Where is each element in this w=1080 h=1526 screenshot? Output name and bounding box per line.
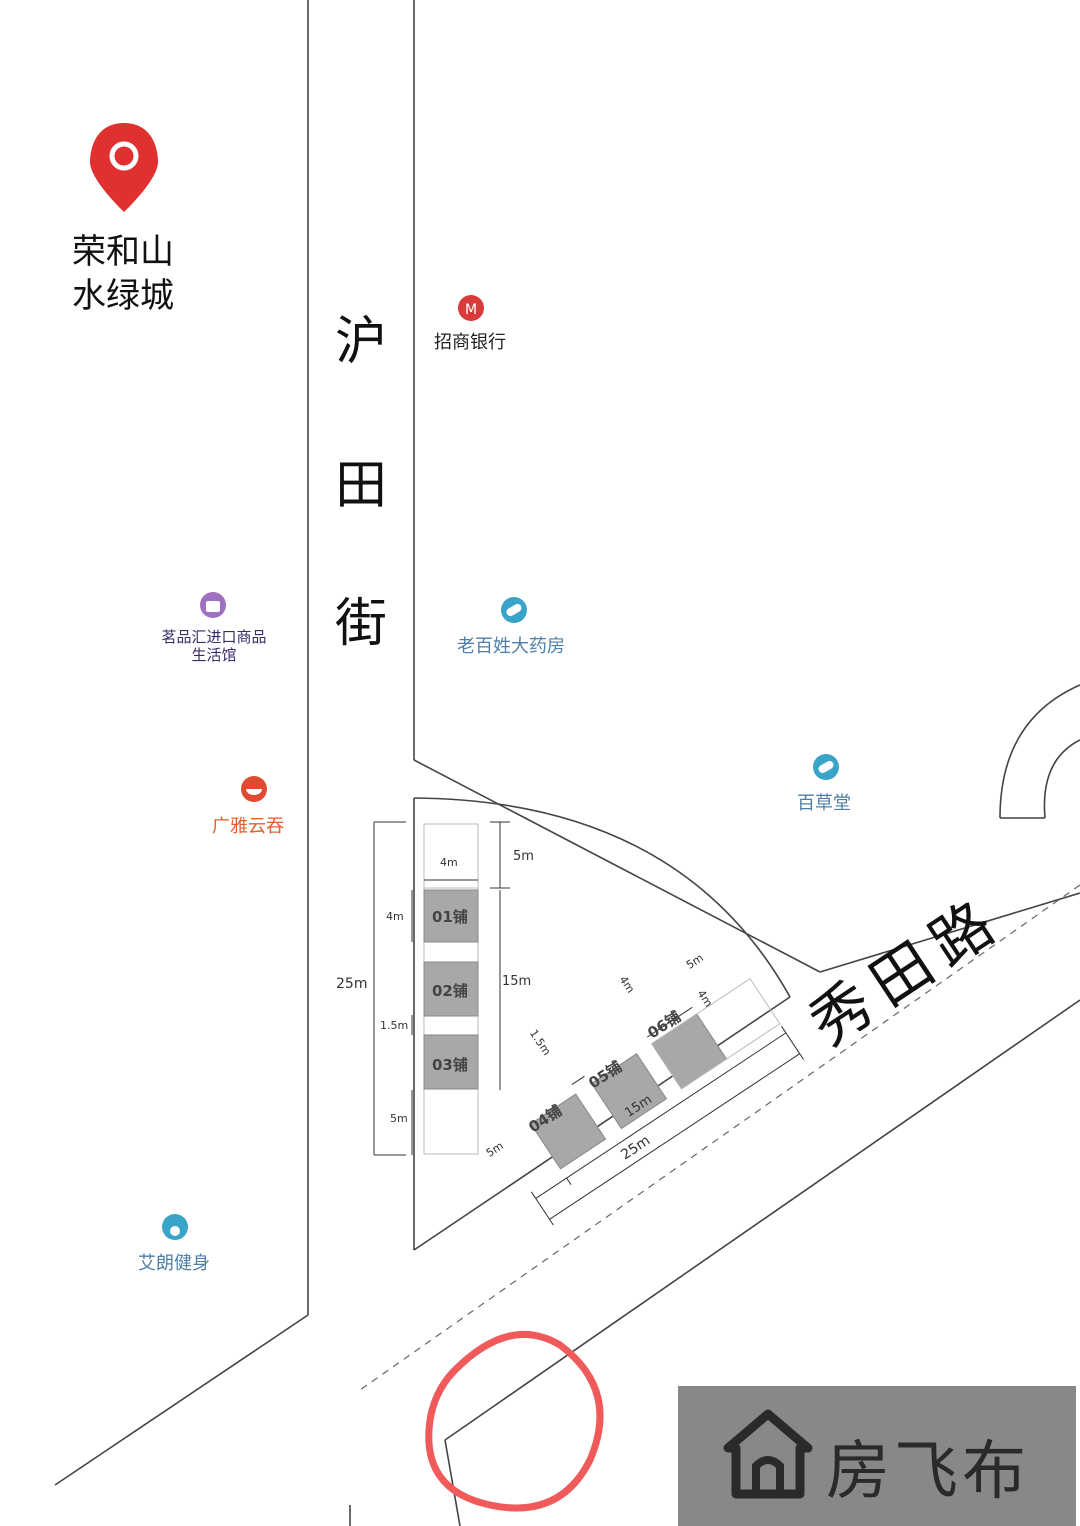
poi-pharmacy2-label: 百草堂 [797, 793, 851, 814]
shop-03-label: 03铺 [432, 1056, 468, 1074]
road-lines [54, 0, 1080, 1526]
watermark: 房飞布 [678, 1386, 1076, 1526]
road-centerline [359, 884, 1080, 1391]
shop-04 [530, 1093, 607, 1170]
dimension-lines-left [373, 821, 510, 1156]
street-hutian-char3: 街 [335, 594, 388, 654]
pill-icon-pharmacy1 [501, 597, 527, 623]
poi-mall-line2: 生活馆 [191, 646, 237, 664]
highlight-circle [425, 1330, 604, 1512]
shops-diagonal [530, 977, 804, 1226]
shops-vertical [423, 889, 479, 1090]
dim-4m-top: 4m [440, 856, 458, 869]
shop-01-label: 01铺 [432, 908, 468, 926]
watermark-text: 房飞布 [826, 1435, 1030, 1509]
poi-pharmacy1-label: 老百姓大药房 [457, 636, 565, 657]
gym-icon [162, 1214, 188, 1240]
street-hutian-char1: 沪 [335, 312, 388, 372]
pill-icon-pharmacy2 [813, 754, 839, 780]
shop-02 [423, 961, 479, 1017]
bank-icon: M [458, 295, 484, 321]
poi-mall-line1: 茗品汇进口商品 [161, 628, 267, 646]
dim-25m-left: 25m [336, 976, 368, 992]
svg-text:M: M [465, 302, 477, 318]
pin-label-line2: 水绿城 [72, 276, 174, 316]
street-hutian-char2: 田 [335, 456, 388, 516]
shop-02-label: 02铺 [432, 982, 468, 1000]
shopping-bag-icon [200, 592, 226, 618]
poi-bank-label: 招商银行 [434, 332, 506, 353]
dim-1-5m: 1.5m [380, 1019, 409, 1032]
dim-15m: 15m [502, 974, 532, 989]
poi-gym-label: 艾朗健身 [138, 1253, 210, 1274]
shop-05 [590, 1053, 668, 1130]
location-pin-icon [90, 123, 158, 212]
poi-restaurant-label: 广雅云吞 [212, 816, 284, 837]
dim-5m-bottom: 5m [390, 1112, 408, 1125]
shop-01 [423, 889, 479, 943]
pin-label-line1: 荣和山 [72, 232, 174, 272]
shop-03 [423, 1034, 479, 1090]
poi-mall-label: 茗品汇进口商品 生活馆 [150, 628, 278, 664]
dim-4m-left: 4m [386, 910, 404, 923]
bowl-icon [241, 776, 267, 802]
house-logo-icon [723, 1409, 813, 1499]
dim-5m-top: 5m [513, 849, 534, 864]
pin-label: 荣和山 水绿城 [72, 230, 174, 318]
